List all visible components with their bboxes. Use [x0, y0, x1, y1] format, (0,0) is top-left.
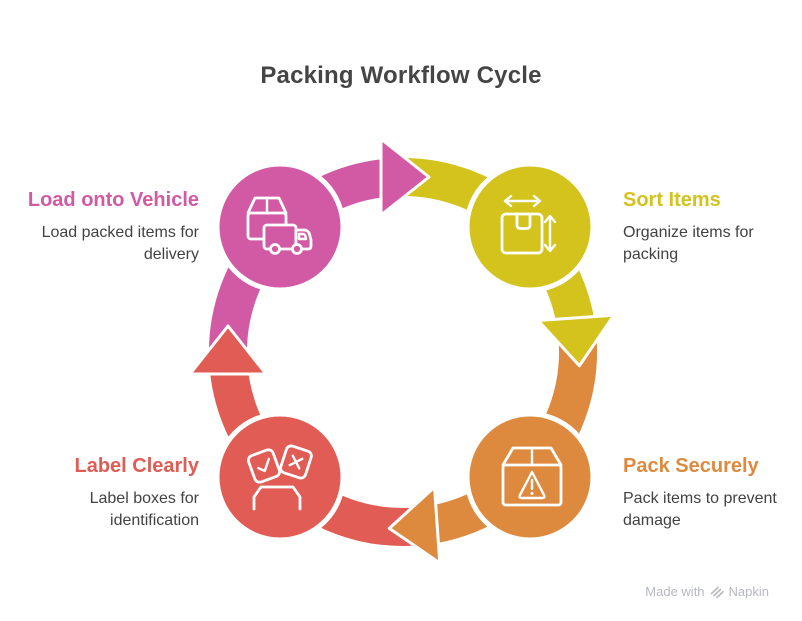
- arrowhead-load-to-sort: [379, 137, 431, 217]
- label-tags-icon: [247, 444, 313, 511]
- node-label-pack: Pack Securely Pack items to prevent dama…: [623, 453, 802, 532]
- desc-line: delivery: [143, 246, 199, 263]
- arrowhead-pack-to-label: [387, 485, 442, 565]
- desc-line: identification: [110, 512, 199, 529]
- desc-line: damage: [623, 512, 681, 529]
- package-box: [500, 212, 544, 255]
- x-mark: [288, 454, 304, 470]
- desc-line: Pack items to prevent: [623, 490, 777, 507]
- truck-cargo: [262, 223, 298, 251]
- arrowhead-sort-to-pack: [536, 313, 616, 368]
- node-desc-pack: Pack items to prevent damage: [623, 488, 802, 532]
- truck-wheel-right: [291, 243, 303, 255]
- tag-check: [247, 448, 281, 484]
- tag-check-card: [247, 448, 281, 484]
- node-title-sort: Sort Items: [623, 189, 721, 211]
- box-truck-icon: [246, 196, 313, 255]
- box-warning-icon: [501, 446, 563, 507]
- truck-window: [297, 232, 308, 241]
- node-label-label: Label Clearly Label boxes for identifica…: [0, 453, 199, 532]
- node-desc-load: Load packed items for delivery: [0, 222, 199, 266]
- node-title-pack: Pack Securely: [623, 455, 759, 477]
- node-desc-label: Label boxes for identification: [0, 488, 199, 532]
- height-arrow: [543, 214, 557, 253]
- desc-line: Organize items for: [623, 224, 754, 241]
- arrowhead-label-to-load: [188, 324, 268, 376]
- cycle-arrowheads: [188, 137, 616, 565]
- desc-line: Load packed items for: [41, 224, 199, 241]
- tag-x: [279, 444, 313, 480]
- node-title-label: Label Clearly: [74, 455, 199, 477]
- napkin-logo-icon: [710, 586, 724, 598]
- warning-dot: [530, 492, 534, 495]
- check-mark: [257, 457, 271, 473]
- truck-wheel-left: [269, 243, 281, 255]
- carton-front: [501, 463, 563, 507]
- desc-line: packing: [623, 246, 679, 263]
- page-title: Packing Workflow Cycle: [260, 62, 542, 90]
- node-desc-sort: Organize items for packing: [623, 222, 802, 266]
- node-circle-label: [214, 411, 346, 543]
- watermark-brand: Napkin: [728, 584, 769, 599]
- sorting-table: [252, 485, 302, 511]
- width-arrow: [503, 194, 542, 208]
- box-dimensions-icon: [500, 194, 557, 255]
- warning-triangle: [518, 470, 546, 500]
- desc-line: Label boxes for: [89, 490, 199, 507]
- watermark: Made with Napkin: [645, 584, 769, 599]
- node-title-load: Load onto Vehicle: [27, 189, 199, 211]
- package-tab: [515, 212, 532, 230]
- watermark-prefix: Made with: [645, 584, 705, 599]
- node-label-sort: Sort Items Organize items for packing: [623, 187, 802, 266]
- node-label-load: Load onto Vehicle Load packed items for …: [0, 187, 199, 266]
